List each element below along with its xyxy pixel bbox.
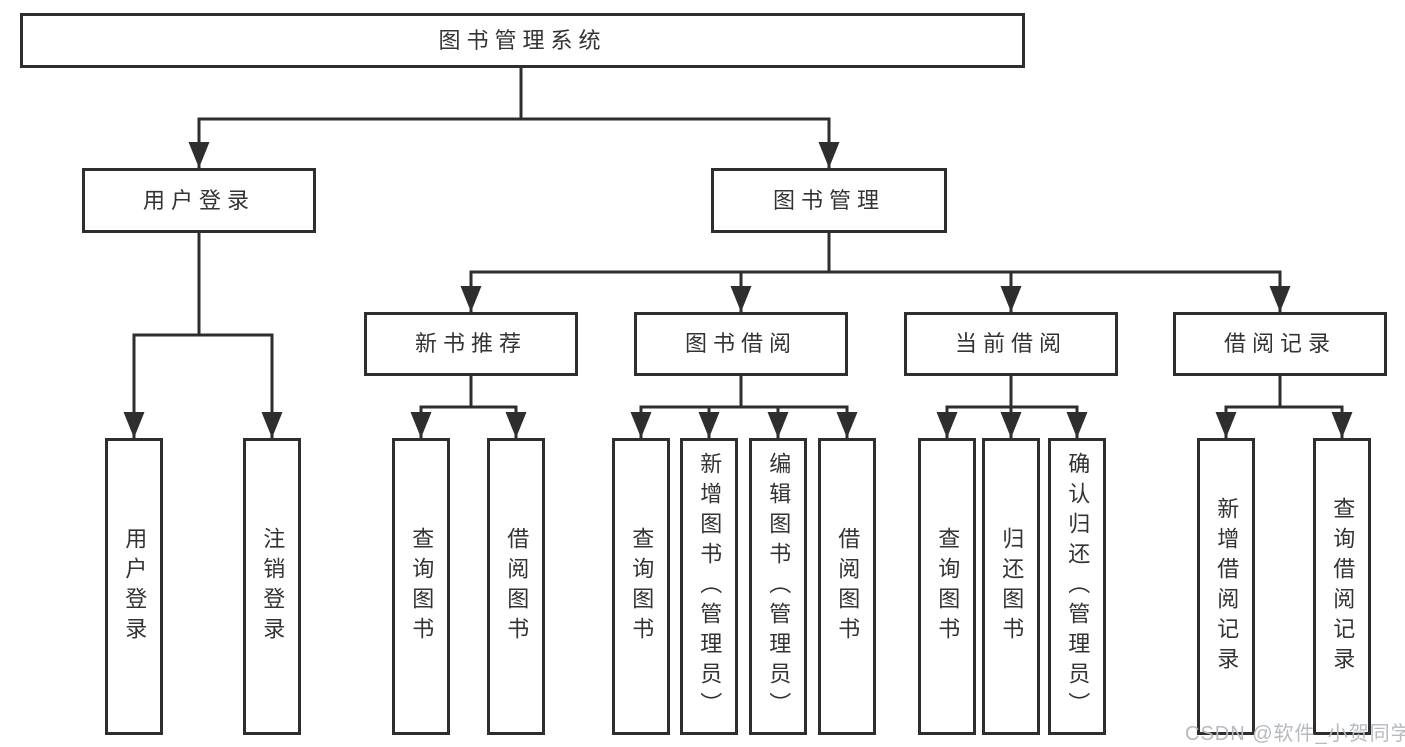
- node-new-book-recommend-label: 新书推荐: [414, 331, 527, 357]
- leaf-confirm-return-admin: 确认归还（管理员）: [1048, 438, 1106, 735]
- leaf-user-login: 用户登录: [105, 438, 163, 735]
- node-borrow-records: 借阅记录: [1173, 312, 1387, 376]
- leaf-current-query-books-label: 查询图书: [935, 526, 961, 647]
- node-book-borrow: 图书借阅: [634, 312, 848, 376]
- leaf-add-books-admin-label: 新增图书（管理员）: [697, 451, 723, 722]
- leaf-add-borrow-record-label: 新增借阅记录: [1214, 496, 1240, 677]
- leaf-logout: 注销登录: [243, 438, 301, 735]
- leaf-current-query-books: 查询图书: [918, 438, 976, 735]
- leaf-query-borrow-record: 查询借阅记录: [1313, 438, 1371, 735]
- leaf-return-books: 归还图书: [982, 438, 1040, 735]
- leaf-borrow-query-books-label: 查询图书: [629, 526, 655, 647]
- node-current-borrow-label: 当前借阅: [954, 331, 1067, 357]
- leaf-recommend-borrow-books-label: 借阅图书: [504, 526, 530, 647]
- node-current-borrow: 当前借阅: [904, 312, 1118, 376]
- leaf-edit-books-admin-label: 编辑图书（管理员）: [766, 451, 792, 722]
- leaf-add-books-admin: 新增图书（管理员）: [680, 438, 738, 735]
- arrowhead-icons: [123, 142, 1353, 438]
- node-root: 图书管理系统: [20, 13, 1025, 68]
- node-user-login: 用户登录: [82, 168, 316, 233]
- node-borrow-records-label: 借阅记录: [1223, 331, 1336, 357]
- leaf-return-books-label: 归还图书: [999, 526, 1025, 647]
- leaf-recommend-query-books: 查询图书: [392, 438, 450, 735]
- leaf-add-borrow-record: 新增借阅记录: [1197, 438, 1255, 735]
- leaf-query-borrow-record-label: 查询借阅记录: [1330, 496, 1356, 677]
- node-root-label: 图书管理系统: [438, 27, 607, 53]
- leaf-confirm-return-admin-label: 确认归还（管理员）: [1065, 451, 1091, 722]
- node-book-management-label: 图书管理: [772, 187, 885, 213]
- watermark: CSDN @软件_小贺同学: [1185, 723, 1405, 745]
- node-book-management: 图书管理: [711, 168, 947, 233]
- leaf-borrow-query-books: 查询图书: [612, 438, 670, 735]
- leaf-logout-label: 注销登录: [260, 526, 286, 647]
- node-book-borrow-label: 图书借阅: [684, 331, 797, 357]
- leaf-borrow-books: 借阅图书: [818, 438, 876, 735]
- leaf-borrow-books-label: 借阅图书: [835, 526, 861, 647]
- leaf-recommend-borrow-books: 借阅图书: [487, 438, 545, 735]
- leaf-user-login-label: 用户登录: [122, 526, 148, 647]
- leaf-edit-books-admin: 编辑图书（管理员）: [749, 438, 807, 735]
- leaf-recommend-query-books-label: 查询图书: [409, 526, 435, 647]
- node-user-login-label: 用户登录: [142, 187, 255, 213]
- node-new-book-recommend: 新书推荐: [364, 312, 578, 376]
